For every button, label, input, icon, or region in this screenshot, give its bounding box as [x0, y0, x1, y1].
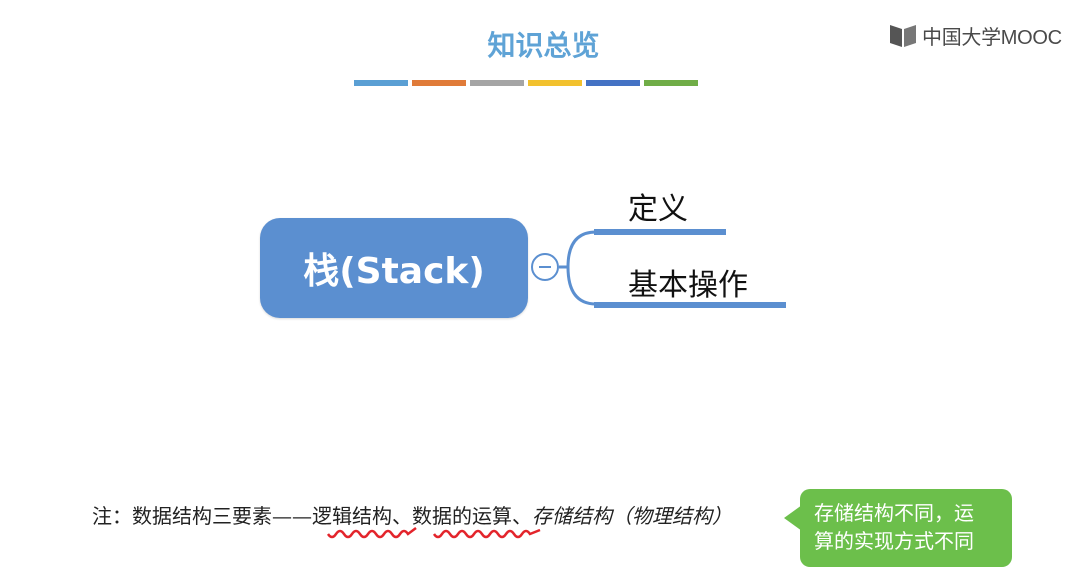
callout-pointer: [784, 505, 802, 531]
title-color-bar: [644, 80, 698, 86]
title-color-bar: [470, 80, 524, 86]
note-storage-structure: 存储结构（物理结构）: [532, 504, 732, 528]
brand-logo: 中国大学MOOC: [888, 20, 1062, 50]
note-prefix: 注：数据结构三要素——: [92, 504, 312, 528]
branch-basic-ops-label[interactable]: 基本操作: [628, 268, 748, 303]
note-text: 注：数据结构三要素——逻辑结构、数据的运算、存储结构（物理结构）: [92, 500, 732, 529]
red-squiggle-underline: [432, 528, 541, 539]
note-separator: 、: [392, 504, 412, 528]
branch-definition-underline: [594, 229, 726, 235]
collapse-branch-button[interactable]: [531, 253, 559, 281]
title-color-bar: [412, 80, 466, 86]
red-squiggle-underline: [326, 527, 417, 539]
branch-basic-ops-underline: [594, 302, 786, 308]
title-color-bar: [586, 80, 640, 86]
note-separator: 、: [512, 504, 532, 528]
brand-name: 中国大学MOOC: [922, 26, 1062, 49]
mindmap-root-node[interactable]: 栈(Stack): [260, 218, 528, 318]
title-color-bar: [354, 80, 408, 86]
branch-definition-label[interactable]: 定义: [628, 192, 688, 227]
branch-connector: [559, 230, 597, 306]
callout-line: 算的实现方式不同: [814, 529, 974, 553]
title-color-bar: [528, 80, 582, 86]
note-logical-structure: 逻辑结构: [312, 504, 392, 528]
page-title: 知识总览: [487, 29, 600, 62]
mooc-logo-icon: [890, 25, 916, 47]
callout-line: 存储结构不同，运: [814, 501, 974, 525]
note-data-operations: 数据的运算: [412, 504, 512, 528]
callout-box: 存储结构不同，运 算的实现方式不同: [800, 489, 1012, 567]
